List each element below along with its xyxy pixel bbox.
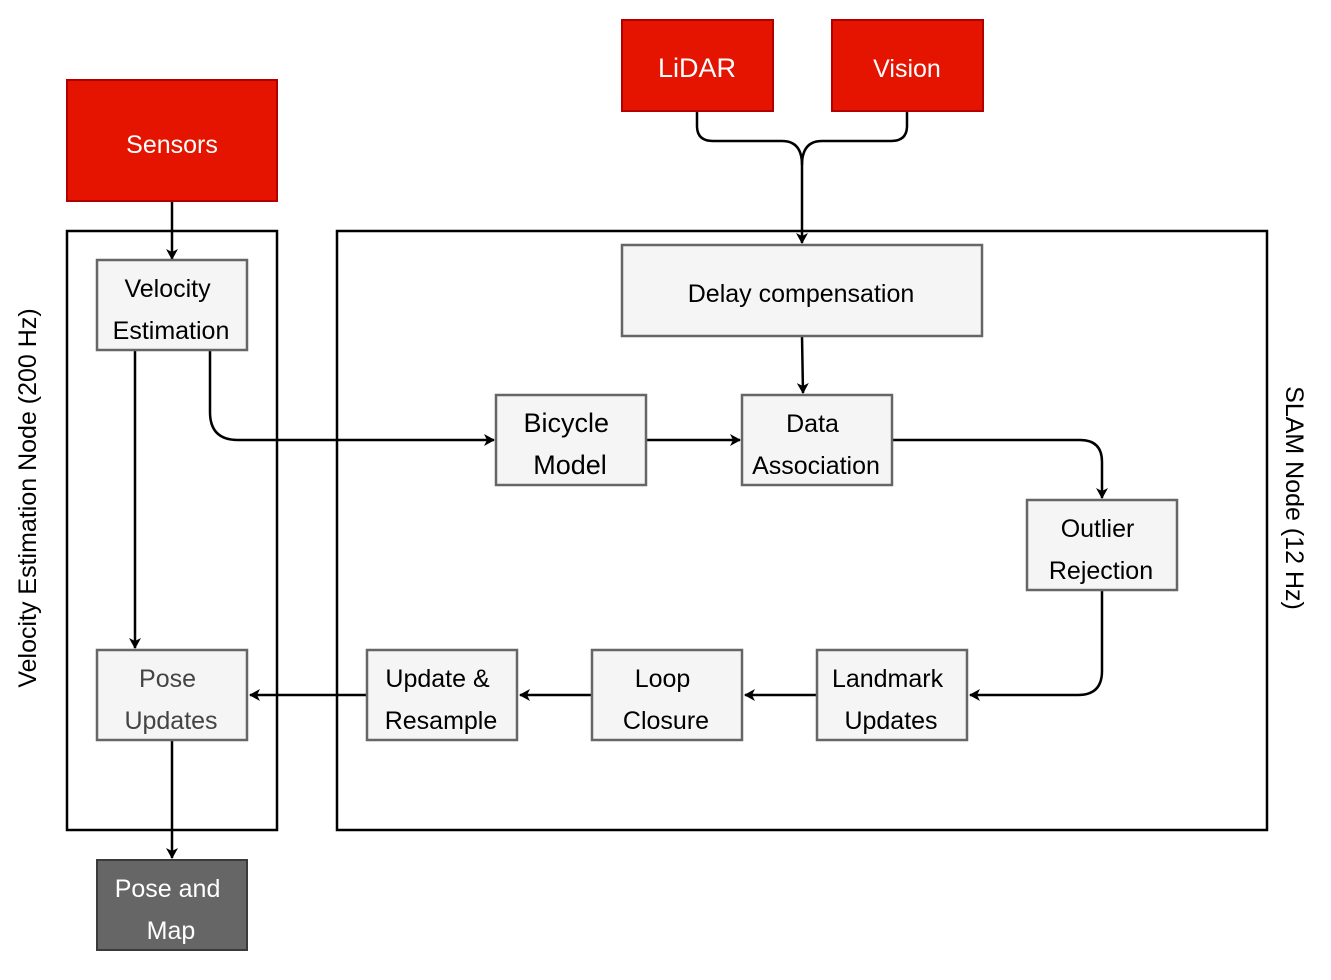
loop-closure-line-1: Loop: [635, 665, 691, 693]
vision-label: Vision: [873, 55, 941, 83]
lidar-label: LiDAR: [658, 53, 736, 83]
svg-text:Data Association: Data Association: [752, 410, 880, 480]
svg-text:Update & Resample: Update & Resample: [385, 665, 498, 735]
velocity-estimation-node: Velocity Estimation: [95, 258, 249, 352]
pose-updates-node: Pose Updates: [95, 648, 249, 742]
edge-data-association-to-outlier: [893, 438, 1108, 499]
edge-vision-to-delay: [796, 111, 909, 244]
delay-compensation-label: Delay compensation: [688, 280, 915, 308]
pose-updates-line-1: Pose: [139, 665, 196, 693]
outlier-rejection-line-1: Outlier: [1061, 515, 1135, 543]
velocity-estimation-line-2: Estimation: [113, 317, 230, 345]
pose-and-map-node: Pose and Map: [96, 859, 248, 951]
edge-delay-to-data-association: [796, 335, 809, 394]
edge-velocity-to-bicycle: [208, 351, 495, 446]
outlier-rejection-line-2: Rejection: [1049, 557, 1153, 585]
update-resample-node: Update & Resample: [365, 648, 519, 742]
edges: [129, 111, 1108, 859]
bicycle-model-line-1: Bicycle: [523, 408, 609, 438]
pose-and-map-line-2: Map: [147, 917, 196, 945]
svg-text:Bicycle Model: Bicycle Model: [523, 408, 616, 480]
svg-text:Landmark Updates: Landmark Updates: [832, 665, 950, 735]
loop-closure-line-2: Closure: [623, 707, 709, 735]
svg-text:Pose and Map: Pose and Map: [115, 875, 228, 945]
svg-text:Outlier Rejection: Outlier Rejection: [1049, 515, 1153, 585]
outlier-rejection-node: Outlier Rejection: [1025, 498, 1179, 592]
update-resample-line-1: Update &: [385, 665, 490, 693]
svg-text:Loop Closure: Loop Closure: [623, 665, 709, 735]
update-resample-line-2: Resample: [385, 707, 498, 735]
bicycle-model-line-2: Model: [533, 450, 607, 480]
sensors-label: Sensors: [126, 131, 218, 159]
vision-node: Vision: [831, 19, 984, 112]
sensors-node: Sensors: [66, 79, 278, 202]
velocity-node-label: Velocity Estimation Node (200 Hz): [14, 308, 42, 687]
svg-text:Velocity Estimation: Velocity Estimation: [113, 275, 230, 345]
data-association-line-1: Data: [786, 410, 839, 438]
pose-and-map-line-1: Pose and: [115, 875, 221, 903]
data-association-line-2: Association: [752, 452, 880, 480]
pose-updates-line-2: Updates: [124, 707, 217, 735]
velocity-estimation-line-1: Velocity: [124, 275, 211, 303]
edge-outlier-to-landmark: [969, 591, 1104, 701]
slam-node-label: SLAM Node (12 Hz): [1280, 386, 1308, 610]
landmark-updates-node: Landmark Updates: [815, 648, 969, 742]
data-association-node: Data Association: [740, 393, 894, 487]
landmark-updates-line-2: Updates: [844, 707, 937, 735]
edge-lidar-merge: [695, 111, 804, 166]
svg-text:Pose Updates: Pose Updates: [124, 665, 217, 735]
delay-compensation-node: Delay compensation: [620, 243, 984, 338]
bicycle-model-node: Bicycle Model: [494, 393, 648, 487]
loop-closure-node: Loop Closure: [590, 648, 744, 742]
lidar-node: LiDAR: [621, 19, 774, 112]
landmark-updates-line-1: Landmark: [832, 665, 944, 693]
